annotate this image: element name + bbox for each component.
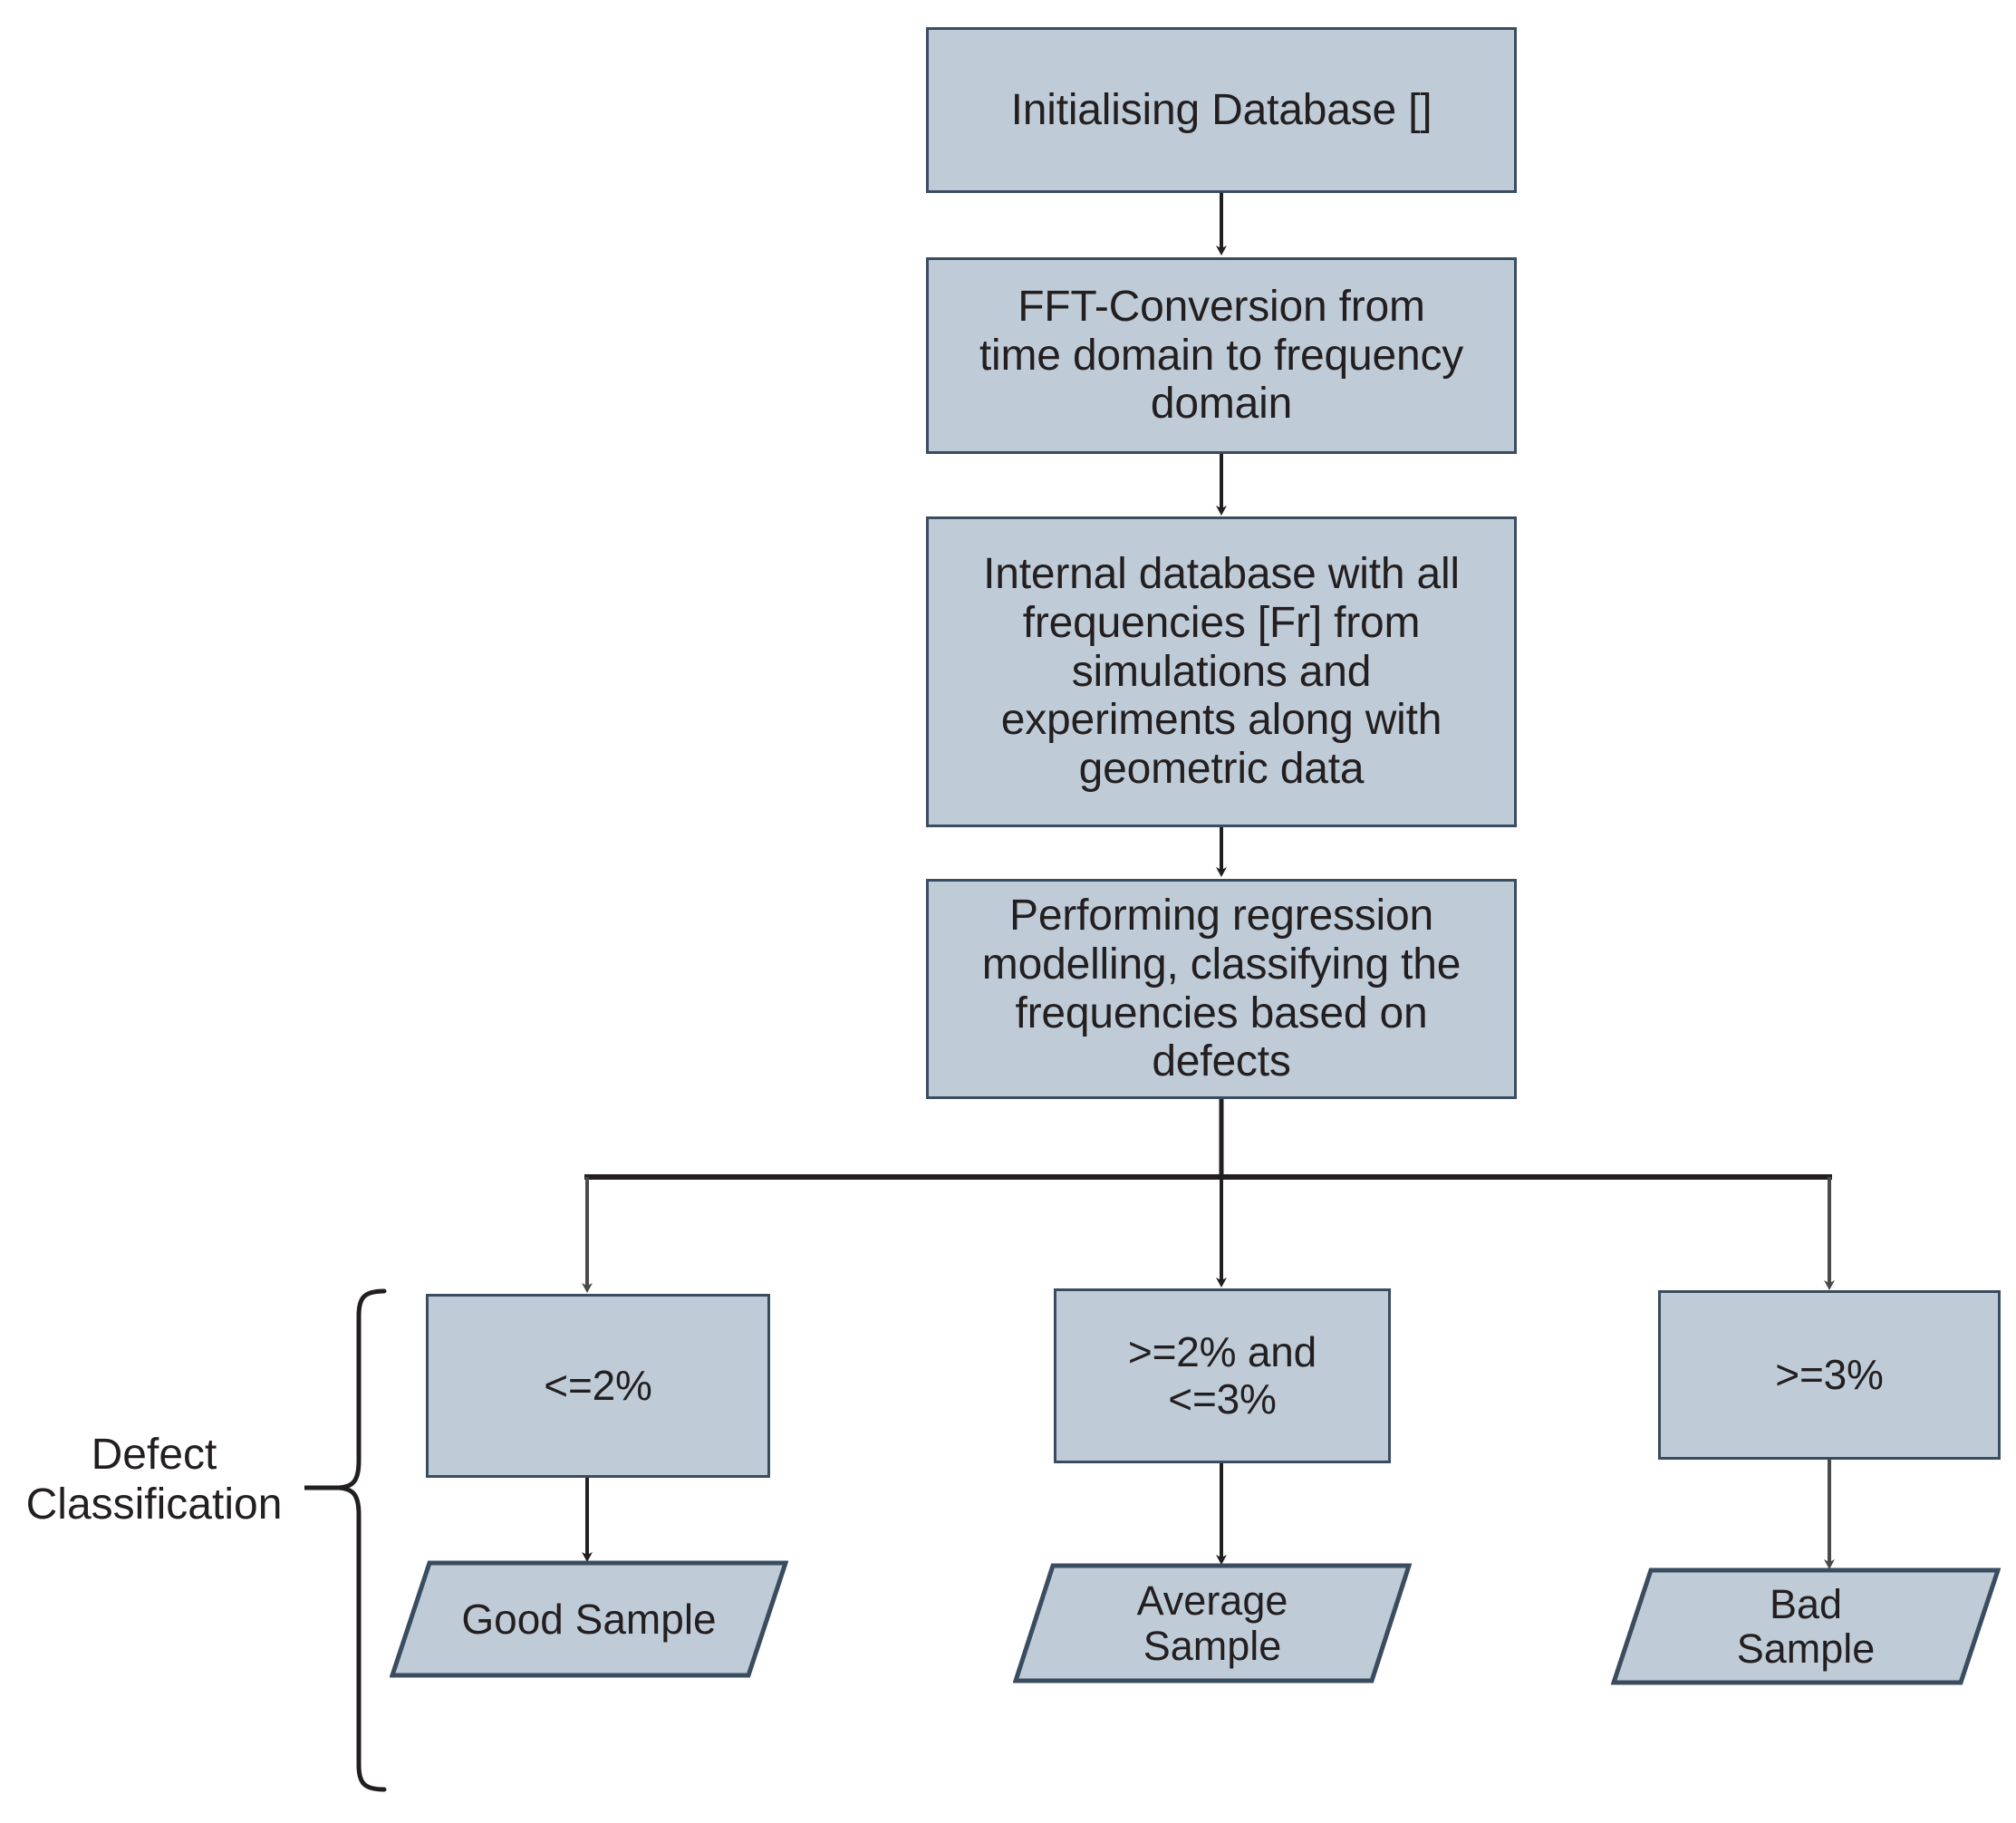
node-threshold-high-label: >=3% — [1775, 1350, 1884, 1398]
node-threshold-low[interactable]: <=2% — [426, 1294, 770, 1478]
text-line: Classification — [25, 1481, 283, 1529]
defect-classification-label: Defect Classification — [9, 1430, 299, 1529]
text-line: frequencies [Fr] from — [1022, 598, 1421, 647]
text-line: geometric data — [1078, 745, 1365, 794]
node-average-sample-label: Average Sample — [1013, 1563, 1412, 1683]
defect-classification-brace — [338, 1288, 387, 1792]
node-fft-conversion-label: FFT-Conversion from time domain to frequ… — [929, 283, 1514, 429]
node-internal-database-label: Internal database with all frequencies [… — [929, 550, 1514, 794]
text-line: simulations and — [1071, 647, 1372, 696]
node-threshold-mid-label: >=2% and <=3% — [1056, 1327, 1388, 1423]
text-line: Average — [1136, 1577, 1288, 1624]
node-regression-modelling[interactable]: Performing regression modelling, classif… — [926, 879, 1517, 1099]
node-internal-database[interactable]: Internal database with all frequencies [… — [926, 516, 1517, 827]
node-average-sample[interactable]: Average Sample — [1012, 1563, 1413, 1683]
good-sample-shape — [389, 1560, 789, 1678]
text-line: Sample — [1736, 1625, 1876, 1672]
text-line: modelling, classifying the — [981, 940, 1461, 989]
text-line: experiments along with — [1000, 696, 1442, 745]
node-fft-conversion[interactable]: FFT-Conversion from time domain to frequ… — [926, 257, 1517, 454]
text-line: >=2% and — [1127, 1327, 1317, 1375]
node-threshold-mid[interactable]: >=2% and <=3% — [1054, 1288, 1391, 1463]
text-line: defects — [1152, 1037, 1291, 1086]
text-line: domain — [1150, 380, 1293, 429]
text-line: <=3% — [1168, 1374, 1277, 1423]
text-line: Sample — [1143, 1622, 1282, 1669]
text-line: Bad — [1769, 1580, 1843, 1627]
average-sample-shape — [1012, 1563, 1413, 1683]
bad-sample-shape — [1610, 1567, 2002, 1685]
node-regression-modelling-label: Performing regression modelling, classif… — [929, 892, 1514, 1086]
text-line: Internal database with all — [983, 550, 1460, 599]
text-line: FFT-Conversion from — [1018, 282, 1425, 331]
node-init-database[interactable]: Initialising Database [] — [926, 27, 1517, 193]
node-bad-sample[interactable]: Bad Sample — [1610, 1567, 2002, 1685]
node-good-sample[interactable]: Good Sample — [389, 1560, 789, 1678]
node-good-sample-label: Good Sample — [461, 1595, 717, 1643]
text-line: frequencies based on — [1015, 989, 1428, 1037]
text-line: Performing regression — [1009, 892, 1433, 940]
text-line: time domain to frequency — [979, 331, 1464, 380]
node-bad-sample-label: Bad Sample — [1611, 1567, 2001, 1685]
node-init-database-label: Initialising Database [] — [1010, 85, 1432, 134]
text-line: Defect — [91, 1431, 217, 1479]
node-threshold-low-label: <=2% — [544, 1361, 652, 1409]
node-threshold-high[interactable]: >=3% — [1658, 1290, 2001, 1460]
